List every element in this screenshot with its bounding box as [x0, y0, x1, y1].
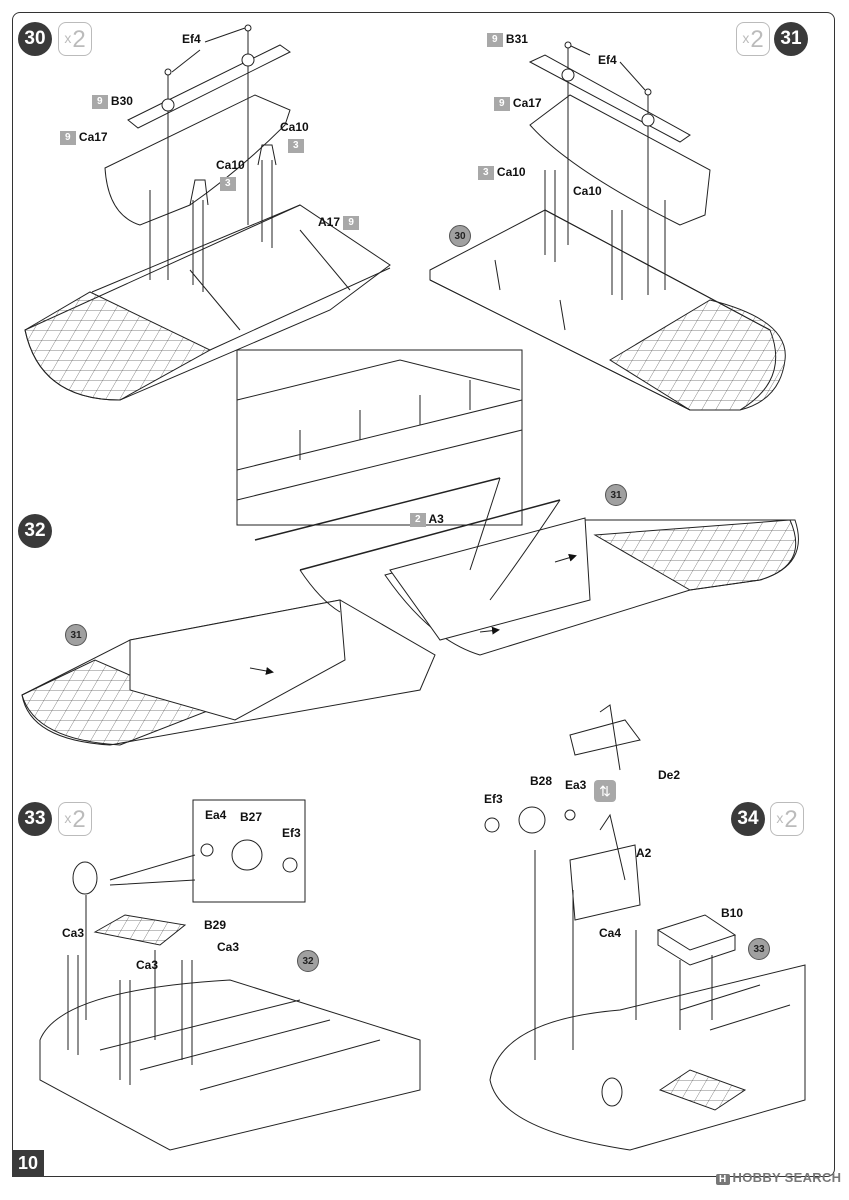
label-ca10: Ca10 — [573, 184, 602, 198]
label-ca17: 9 Ca17 — [494, 96, 542, 111]
label-a3: 2 A3 — [410, 512, 444, 527]
quantity-badge-31: x2 — [736, 22, 770, 56]
page-frame — [12, 12, 835, 1177]
label-ef3: Ef3 — [282, 826, 301, 840]
quantity-badge-33: x2 — [58, 802, 92, 836]
label-ef3: Ef3 — [484, 792, 503, 806]
step-badge-30: 30 — [18, 22, 52, 56]
label-ca3: Ca3 — [62, 926, 85, 940]
label-ea3: Ea3 — [565, 778, 587, 792]
step-badge-34: 34 — [731, 802, 765, 836]
label-ea4: Ea4 — [205, 808, 227, 822]
step-33-drawing — [39, 799, 421, 1151]
label-b28: B28 — [530, 774, 553, 788]
label-ef4: Ef4 — [182, 32, 201, 46]
label-b27: B27 — [240, 810, 263, 824]
label-ca3: Ca3 — [136, 958, 159, 972]
label-ca3: Ca3 — [217, 940, 240, 954]
label-ca10: 3 Ca10 — [478, 165, 526, 180]
label-ca4: Ca4 — [599, 926, 622, 940]
label-ca17: 9 Ca17 — [60, 130, 108, 145]
label-ef4: Ef4 — [598, 53, 617, 67]
ref-step-33: 33 — [748, 938, 770, 960]
step-34-drawing — [484, 704, 806, 1151]
label-b31: 9 B31 — [487, 32, 528, 47]
label-ca10: Ca10 — [216, 158, 245, 172]
ref-step-30: 30 — [449, 225, 471, 247]
ref-step-32: 32 — [297, 950, 319, 972]
step-31-drawing — [429, 41, 786, 411]
label-b29: B29 — [204, 918, 227, 932]
step-badge-33: 33 — [18, 802, 52, 836]
step-32-detail-inset — [236, 349, 523, 526]
page-number: 10 — [12, 1150, 44, 1177]
step-32-drawing — [21, 477, 799, 746]
swap-icon: ⇅ — [594, 780, 616, 802]
label-a2: A2 — [636, 846, 652, 860]
step-30-drawing — [24, 24, 391, 401]
label-a17: A17 9 — [318, 215, 359, 230]
label-sprue-tag: 3 — [220, 176, 236, 191]
label-b30: 9 B30 — [92, 94, 133, 109]
step-badge-32: 32 — [18, 514, 52, 548]
label-ca10: Ca10 — [280, 120, 309, 134]
quantity-badge-30: x2 — [58, 22, 92, 56]
label-sprue-tag: 3 — [288, 138, 304, 153]
label-b10: B10 — [721, 906, 744, 920]
ref-step-31: 31 — [65, 624, 87, 646]
step-badge-31: 31 — [774, 22, 808, 56]
quantity-badge-34: x2 — [770, 802, 804, 836]
ref-step-31: 31 — [605, 484, 627, 506]
label-de2: De2 — [658, 768, 681, 782]
